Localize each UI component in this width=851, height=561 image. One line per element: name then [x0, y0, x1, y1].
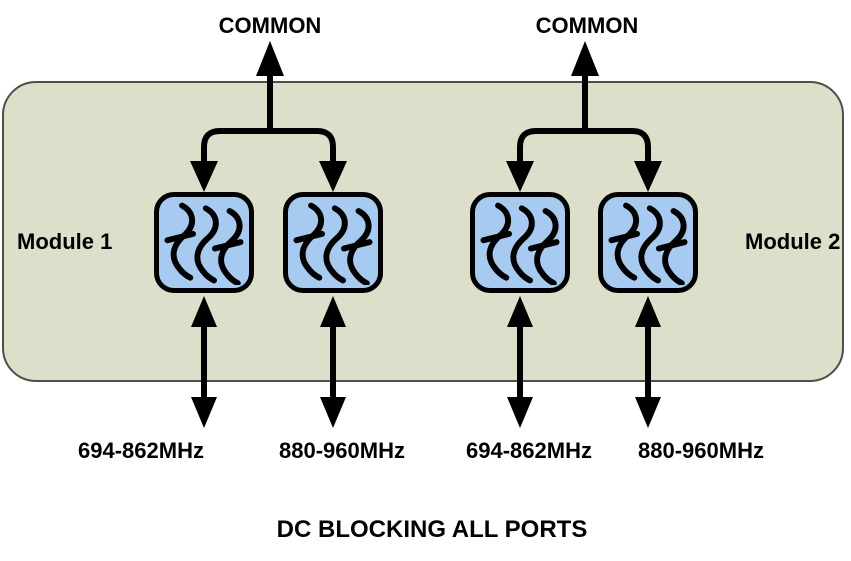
common-port-label-2: COMMON: [535, 13, 639, 38]
filter-icon: [164, 202, 244, 285]
filter-block-3: [470, 192, 570, 293]
filter-icon: [293, 202, 373, 285]
port-label-880-960-2: 880-960MHz: [638, 438, 764, 463]
up-arrowhead-icon: [571, 41, 599, 76]
filter-icon: [480, 202, 560, 285]
port-label-694-862-1: 694-862MHz: [78, 438, 204, 463]
dc-blocking-note: DC BLOCKING ALL PORTS: [276, 516, 588, 543]
filter-block-1: [154, 192, 254, 293]
down-arrowhead-icon: [319, 161, 347, 192]
down-arrowhead-icon: [506, 161, 534, 192]
common-splitter-2: [506, 41, 662, 192]
module-1-label: Module 1: [17, 229, 113, 254]
enclosure-panel: [2, 81, 844, 382]
down-arrowhead-icon: [634, 161, 662, 192]
port-arrow-3: [507, 296, 533, 428]
filter-block-4: [598, 192, 698, 293]
port-arrow-2: [320, 296, 346, 428]
module-2-label: Module 2: [745, 229, 841, 254]
port-label-880-960-1: 880-960MHz: [279, 438, 405, 463]
common-port-label-1: COMMON: [218, 13, 322, 38]
up-arrowhead-icon: [256, 41, 284, 76]
down-arrowhead-icon: [190, 161, 218, 192]
common-splitter-1: [190, 41, 347, 192]
port-arrow-4: [635, 296, 661, 428]
filter-block-2: [283, 192, 383, 293]
port-arrow-1: [191, 296, 217, 428]
filter-icon: [608, 202, 688, 285]
port-label-694-862-2: 694-862MHz: [466, 438, 592, 463]
